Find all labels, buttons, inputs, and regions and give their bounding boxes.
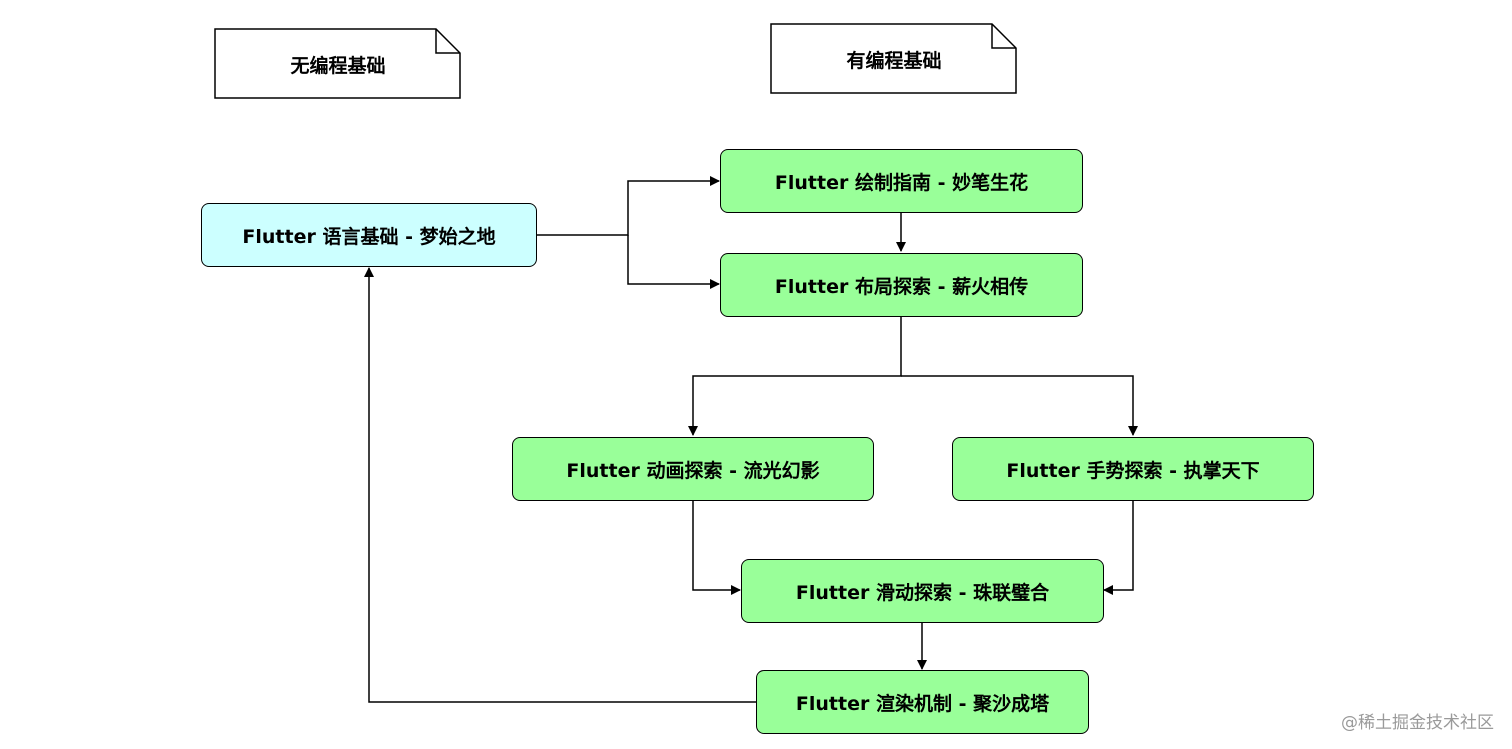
node-label: Flutter 渲染机制 - 聚沙成塔 (795, 692, 1050, 715)
node-label: Flutter 绘制指南 - 妙笔生花 (774, 171, 1029, 194)
note-label: 无编程基础 (290, 54, 386, 77)
edge-layout-to-gesture (901, 375, 1138, 436)
edge-animation-to-scrolling (692, 499, 741, 595)
edge-gesture-to-scrolling (1103, 499, 1134, 595)
node-gesture-explore[interactable]: Flutter 手势探索 - 执掌天下 (952, 437, 1314, 501)
node-layout-explore[interactable]: Flutter 布局探索 - 薪火相传 (720, 253, 1083, 317)
edge-language-to-layout (627, 235, 720, 289)
edge-layout-to-animation (688, 316, 902, 436)
node-language-basics[interactable]: Flutter 语言基础 - 梦始之地 (201, 203, 537, 267)
note-shape (214, 28, 461, 99)
note-no-programming-background: 无编程基础 (214, 28, 462, 100)
node-label: Flutter 手势探索 - 执掌天下 (1006, 459, 1260, 482)
note-shape (770, 23, 1017, 94)
node-painting-guide[interactable]: Flutter 绘制指南 - 妙笔生花 (720, 149, 1083, 213)
edge-language-to-painting (536, 176, 720, 236)
node-scrolling-explore[interactable]: Flutter 滑动探索 - 珠联璧合 (741, 559, 1104, 623)
node-label: Flutter 布局探索 - 薪火相传 (774, 275, 1029, 298)
node-rendering-mechanism[interactable]: Flutter 渲染机制 - 聚沙成塔 (756, 670, 1089, 734)
note-label: 有编程基础 (846, 49, 942, 72)
note-has-programming-background: 有编程基础 (770, 23, 1018, 95)
node-animation-explore[interactable]: Flutter 动画探索 - 流光幻影 (512, 437, 874, 501)
node-label: Flutter 滑动探索 - 珠联璧合 (795, 581, 1050, 604)
node-label: Flutter 语言基础 - 梦始之地 (242, 225, 496, 248)
node-label: Flutter 动画探索 - 流光幻影 (566, 459, 820, 482)
watermark: @稀土掘金技术社区 (1341, 713, 1494, 733)
